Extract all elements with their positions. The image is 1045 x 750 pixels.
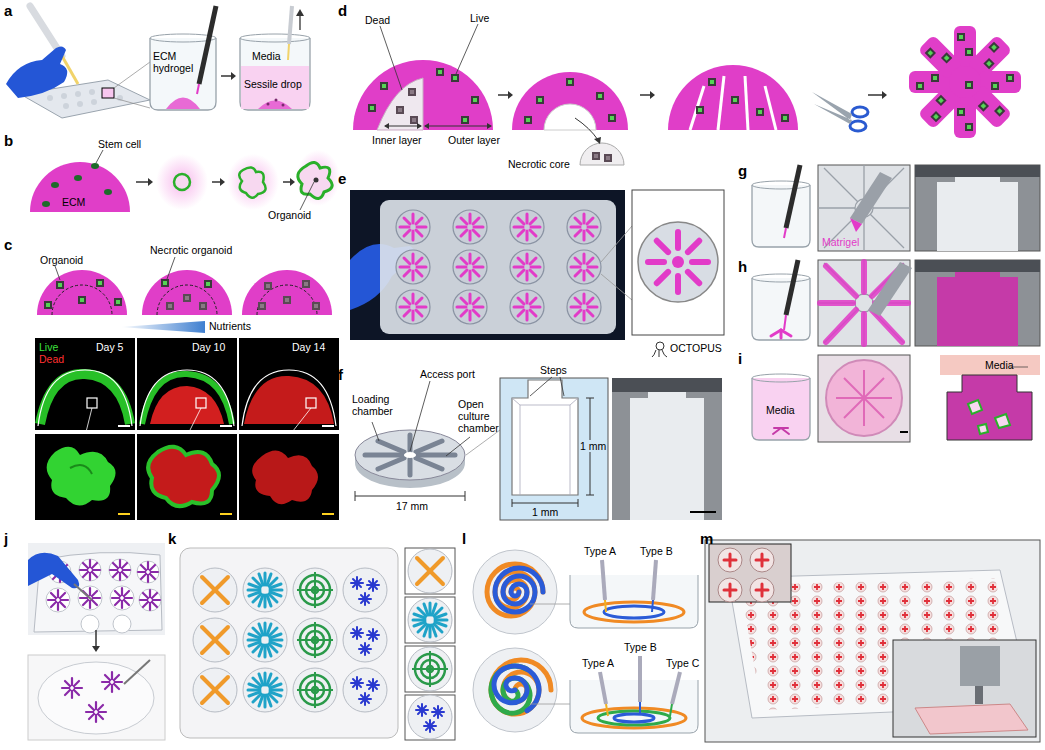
figure-label: Stem cell xyxy=(98,138,141,150)
figure-label: ECM hydrogel xyxy=(153,50,195,74)
panel-letter: b xyxy=(4,132,13,149)
figure-label: Type C xyxy=(666,657,699,669)
panel-letter: c xyxy=(4,236,12,253)
figure-label: Type A xyxy=(582,657,614,669)
figure-label: Media xyxy=(766,404,795,416)
figure-label: 17 mm xyxy=(396,500,428,512)
figure-label: Organoid xyxy=(40,254,83,266)
panel-letter: f xyxy=(338,366,343,383)
panel-letter: i xyxy=(738,350,742,367)
panel-letter: h xyxy=(738,258,747,275)
figure-label: Outer layer xyxy=(448,134,500,146)
figure-label: Access port xyxy=(420,368,475,380)
panel-letter: d xyxy=(338,2,347,19)
panel-letter: k xyxy=(168,530,176,547)
panel-letter: m xyxy=(700,530,713,547)
panel-letter: j xyxy=(4,530,8,547)
figure-label: 1 mm xyxy=(532,506,558,518)
figure-label: Day 5 xyxy=(96,341,123,353)
figure-label: Live xyxy=(470,12,489,24)
figure-label: Type B xyxy=(640,545,673,557)
figure-label: Dead xyxy=(39,353,64,365)
figure-label: Steps xyxy=(540,364,567,376)
figure-label: Live xyxy=(39,341,58,353)
panel-letter: a xyxy=(4,2,12,19)
figure-label: ECM xyxy=(62,196,85,208)
figure-label: Type A xyxy=(584,545,616,557)
figure-label: Sessile drop xyxy=(244,78,302,90)
figure-label: Day 10 xyxy=(192,341,225,353)
panel-letter: l xyxy=(462,530,466,547)
figure-label: Necrotic organoid xyxy=(150,244,232,256)
panel-letter: g xyxy=(738,162,747,179)
figure-label: Dead xyxy=(365,14,390,26)
figure-label: Media xyxy=(985,359,1014,371)
figure-label: Matrigel xyxy=(822,236,859,248)
figure-label: Inner layer xyxy=(372,134,422,146)
figure-label: Nutrients xyxy=(209,320,251,332)
panel-letter: e xyxy=(338,170,346,187)
figure-label: Organoid xyxy=(268,209,311,221)
figure-label: OCTOPUS xyxy=(670,342,722,354)
figure-label: Day 14 xyxy=(292,341,325,353)
figure-label: 1 mm xyxy=(579,440,607,452)
figure-label: Necrotic core xyxy=(508,158,570,170)
figure-label: Media xyxy=(252,50,281,62)
figure-label: Open culture chamber xyxy=(458,398,504,434)
figure-label: Type B xyxy=(624,641,657,653)
figure-label: Loading chamber xyxy=(352,393,402,417)
